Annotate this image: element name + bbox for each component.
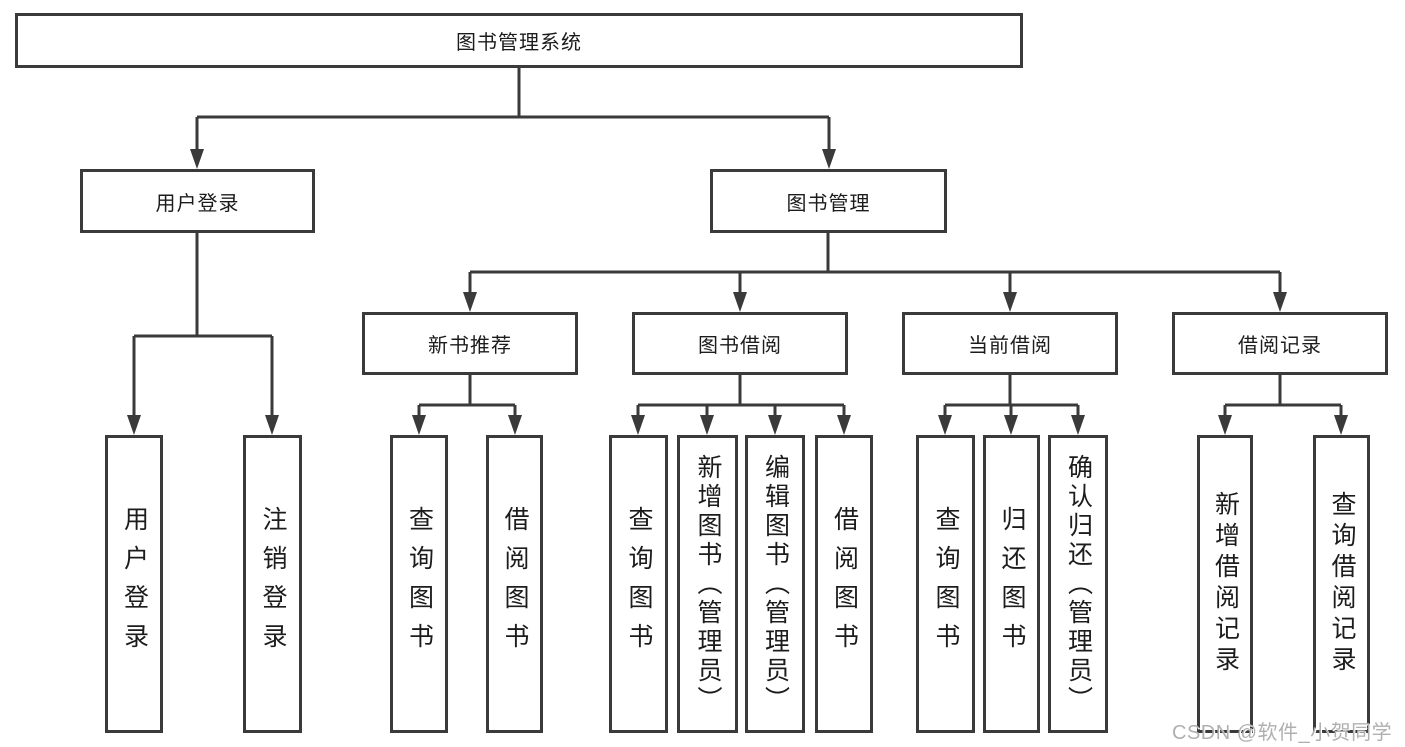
arrowhead [700,415,714,435]
leaf-logout: 注销登录 [243,435,302,733]
leaf-borrow-books-recommend: 借阅图书 [486,435,543,733]
arrowhead [412,415,426,435]
node-book-management: 图书管理 [710,169,947,233]
node-user-login: 用户登录 [80,169,315,233]
arrowhead [822,149,836,169]
leaf-query-books-borrow: 查询图书 [609,435,668,733]
arrowhead [1218,415,1232,435]
connector [132,233,274,417]
watermark: CSDN @软件_小贺同学 [1172,722,1393,744]
arrowhead [463,292,477,312]
arrowhead [508,415,522,435]
leaf-add-books-admin: 新增图书（管理员） [677,435,738,733]
arrowhead [768,415,782,435]
leaf-borrow-books: 借阅图书 [815,435,873,733]
arrowhead [1273,292,1287,312]
leaf-user-login: 用户登录 [105,435,163,733]
leaf-confirm-return-admin: 确认归还（管理员） [1048,435,1108,733]
arrowhead [190,149,204,169]
arrowhead [265,415,279,435]
arrowhead [127,415,141,435]
node-book-borrow: 图书借阅 [632,312,848,375]
node-new-book-recommend: 新书推荐 [362,312,578,375]
arrowhead [631,415,645,435]
node-current-borrow: 当前借阅 [902,312,1118,375]
arrowhead [837,415,851,435]
leaf-query-books-recommend: 查询图书 [390,435,448,733]
leaf-edit-books-admin: 编辑图书（管理员） [745,435,805,733]
arrowhead [938,415,952,435]
leaf-query-borrow-record: 查询借阅记录 [1313,435,1370,733]
node-borrow-records: 借阅记录 [1172,312,1388,375]
arrowhead [1071,415,1085,435]
connector [1223,375,1343,417]
connector [943,375,1080,417]
leaf-return-books: 归还图书 [983,435,1040,733]
arrowhead [1004,415,1018,435]
arrowhead [1334,415,1348,435]
arrowhead [1003,292,1017,312]
connector [636,375,846,417]
connector [417,375,517,417]
node-root: 图书管理系统 [15,13,1023,68]
leaf-query-books-current: 查询图书 [916,435,975,733]
connector [195,68,831,151]
leaf-add-borrow-record: 新增借阅记录 [1197,435,1253,733]
connector [468,233,1282,294]
arrowhead [733,292,747,312]
